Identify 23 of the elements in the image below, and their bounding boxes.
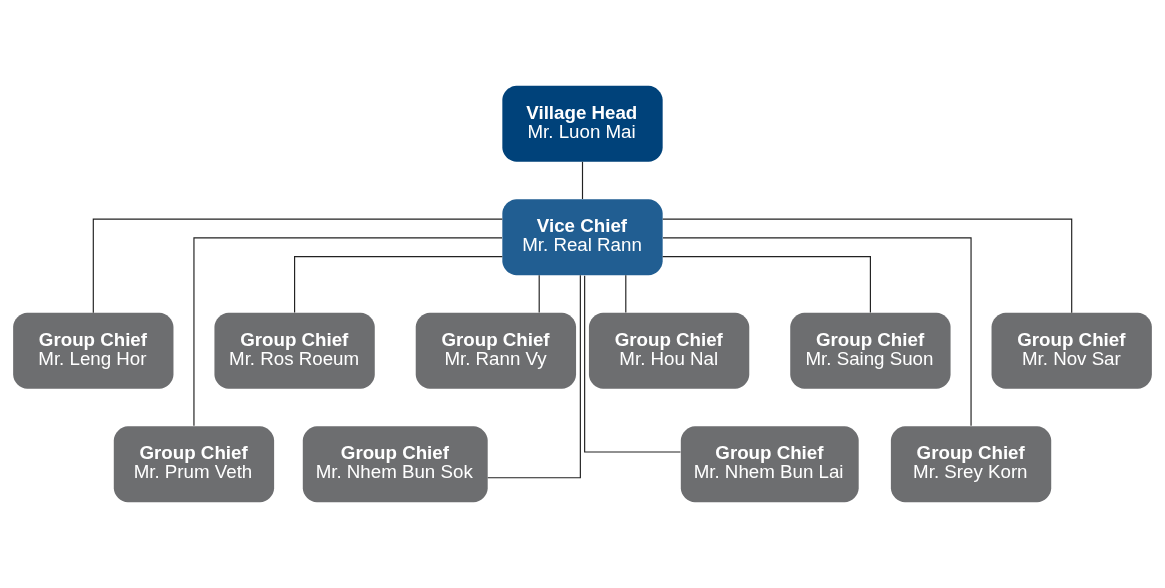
connector <box>584 275 682 453</box>
node-box: Group Chief Mr. Prum Veth <box>113 426 275 503</box>
node-box: Group Chief Mr. Leng Hor <box>13 312 174 389</box>
connector <box>581 161 584 200</box>
node-box: Group Chief Mr. Saing Suon <box>790 312 951 389</box>
connector <box>92 218 503 314</box>
connector <box>662 255 871 314</box>
connector <box>193 237 503 427</box>
connector <box>487 274 581 479</box>
connector <box>538 274 540 314</box>
connector <box>294 255 503 314</box>
node-box: Village Head Mr. Luon Mai <box>502 85 663 162</box>
connector <box>662 218 1073 314</box>
node-box: Group Chief Mr. Srey Korn <box>890 426 1052 503</box>
node-box: Group Chief Mr. Nhem Bun Sok <box>302 426 488 503</box>
connector <box>625 274 627 314</box>
node-box: Vice Chief Mr. Real Rann <box>502 199 663 276</box>
node-box: Group Chief Mr. Hou Nal <box>588 312 750 389</box>
node-box: Group Chief Mr. Nhem Bun Lai <box>680 426 859 503</box>
connector <box>662 237 972 427</box>
node-box: Group Chief Mr. Ros Roeum <box>214 312 375 389</box>
node-box: Group Chief Mr. Nov Sar <box>991 312 1152 389</box>
node-box: Group Chief Mr. Rann Vy <box>415 312 577 389</box>
